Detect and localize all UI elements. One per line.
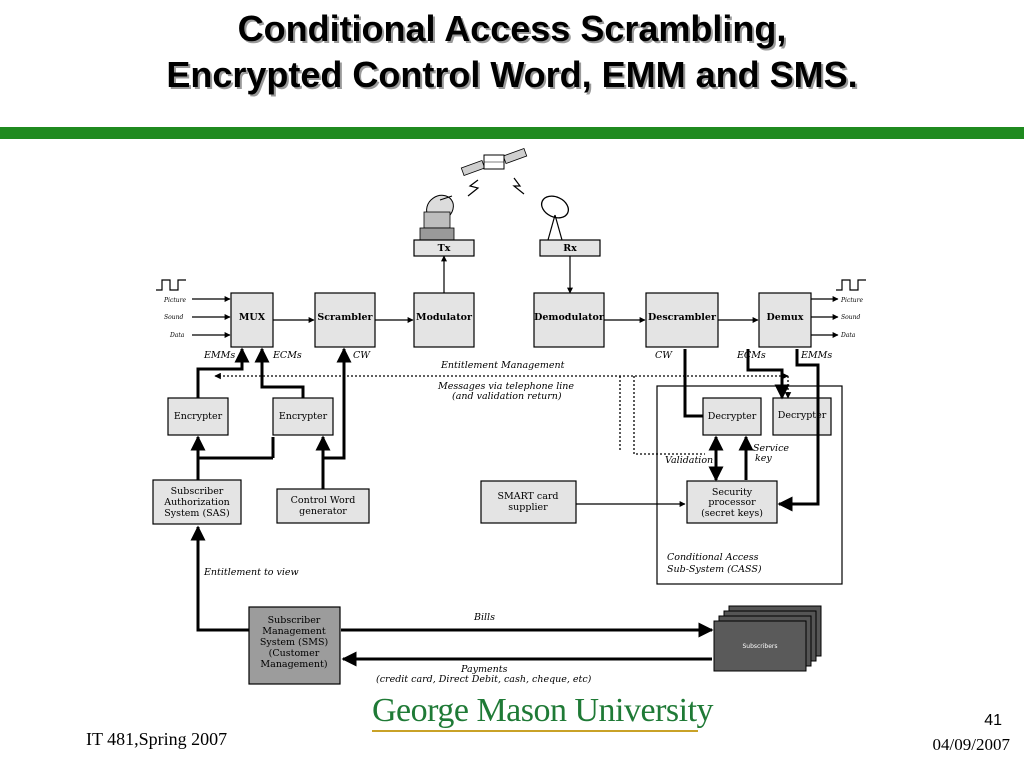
sas-line-1: Subscriber bbox=[171, 486, 224, 497]
title-line-2: Encrypted Control Word, EMM and SMS. bbox=[166, 54, 858, 95]
square-wave-icon-right bbox=[836, 279, 866, 291]
sms-line-1: Subscriber bbox=[268, 615, 321, 626]
demux-label: Demux bbox=[767, 312, 804, 323]
decrypter-2-label: Decrypter bbox=[778, 410, 827, 421]
signal-bolt-icon bbox=[467, 177, 525, 197]
modulator-label: Modulator bbox=[416, 312, 473, 323]
encrypter-2-label: Encrypter bbox=[279, 411, 328, 422]
validation-label: Validation bbox=[665, 455, 713, 466]
ecms-label-left: ECMs bbox=[272, 350, 302, 361]
payments-label: Payments bbox=[460, 664, 508, 675]
security-processor-line-3: (secret keys) bbox=[701, 508, 763, 519]
security-processor-box bbox=[686, 480, 778, 524]
scrambler-box bbox=[314, 292, 376, 348]
smart-card-line-1: SMART card bbox=[497, 491, 558, 502]
sas-line-2: Authorization bbox=[163, 497, 230, 508]
demodulator-box bbox=[533, 292, 605, 348]
mux-label: MUX bbox=[239, 312, 266, 323]
entitlement-to-view-label: Entitlement to view bbox=[203, 567, 299, 578]
cw-generator-line-2: generator bbox=[299, 506, 347, 517]
decrypter-1-label: Decrypter bbox=[708, 411, 757, 422]
course-label: IT 481,Spring 2007 bbox=[86, 729, 228, 749]
sms-line-5: Management) bbox=[260, 659, 327, 670]
bills-label: Bills bbox=[473, 612, 495, 623]
title-underline-bar bbox=[0, 127, 1024, 139]
emms-label-right: EMMs bbox=[800, 350, 832, 361]
receive-dish-icon bbox=[540, 195, 570, 241]
sms-line-2: Management bbox=[262, 626, 326, 637]
emms-label-left: EMMs bbox=[203, 350, 235, 361]
smart-card-supplier-box bbox=[480, 480, 577, 524]
demux-box bbox=[758, 292, 812, 348]
page-number: 41 bbox=[984, 712, 1002, 729]
input-data-label: Data bbox=[169, 332, 185, 339]
title-line-1: Conditional Access Scrambling, bbox=[237, 8, 787, 49]
cw-label-left: CW bbox=[353, 350, 371, 361]
logo-underline bbox=[372, 730, 698, 732]
sms-line-3: System (SMS) bbox=[260, 637, 328, 648]
sas-line-3: System (SAS) bbox=[164, 508, 230, 519]
sas-box bbox=[152, 479, 242, 525]
encrypter-1-box bbox=[167, 397, 229, 436]
sms-box bbox=[248, 606, 341, 685]
cass-container bbox=[656, 385, 843, 585]
subscribers-stack: Subscribers bbox=[713, 605, 822, 672]
satellite-icon bbox=[460, 147, 528, 177]
cw-label-right: CW bbox=[655, 350, 673, 361]
encrypter-1-label: Encrypter bbox=[174, 411, 223, 422]
sms-line-4: (Customer bbox=[269, 648, 320, 659]
university-logo: George Mason University bbox=[372, 692, 714, 729]
cw-generator-line-1: Control Word bbox=[291, 495, 356, 506]
payments-detail-label: (credit card, Direct Debit, cash, cheque… bbox=[376, 674, 592, 685]
encrypter-2-box bbox=[272, 397, 334, 436]
security-processor-line-1: Security bbox=[712, 487, 753, 498]
smart-card-line-2: supplier bbox=[508, 502, 548, 513]
input-picture-label: Picture bbox=[163, 297, 186, 304]
slide-title: Conditional Access Scrambling, Encrypted… bbox=[0, 6, 1024, 98]
entitlement-management-label: Entitlement Management bbox=[440, 360, 565, 371]
input-sound-label: Sound bbox=[164, 314, 183, 321]
ecms-label-right: ECMs bbox=[736, 350, 766, 361]
cw-return-link bbox=[683, 349, 703, 418]
output-data-label: Data bbox=[840, 332, 856, 339]
square-wave-icon-left bbox=[156, 279, 186, 291]
messages-via-label-2: (and validation return) bbox=[452, 391, 562, 402]
subscribers-label: Subscribers bbox=[742, 643, 777, 650]
cass-label-2: Sub-System (CASS) bbox=[667, 564, 762, 575]
service-key-label-2: key bbox=[755, 453, 772, 464]
cw-generator-box bbox=[276, 488, 370, 524]
slide-date: 04/09/2007 bbox=[932, 735, 1010, 754]
messages-via-label-1: Messages via telephone line bbox=[437, 381, 574, 392]
decrypter-1-box bbox=[702, 397, 762, 436]
output-sound-label: Sound bbox=[841, 314, 860, 321]
demodulator-label: Demodulator bbox=[534, 312, 605, 323]
decrypter-2-box bbox=[772, 397, 832, 436]
output-picture-label: Picture bbox=[840, 297, 863, 304]
security-processor-line-2: processor bbox=[708, 497, 756, 508]
scrambler-label: Scrambler bbox=[317, 312, 373, 323]
rx-label: Rx bbox=[563, 243, 577, 254]
modulator-box bbox=[413, 292, 475, 348]
tx-label: Tx bbox=[438, 243, 451, 254]
cass-label-1: Conditional Access bbox=[667, 552, 759, 563]
service-key-label-1: Service bbox=[753, 443, 789, 454]
transmit-dish-icon bbox=[419, 194, 455, 241]
descrambler-label: Descrambler bbox=[648, 312, 717, 323]
